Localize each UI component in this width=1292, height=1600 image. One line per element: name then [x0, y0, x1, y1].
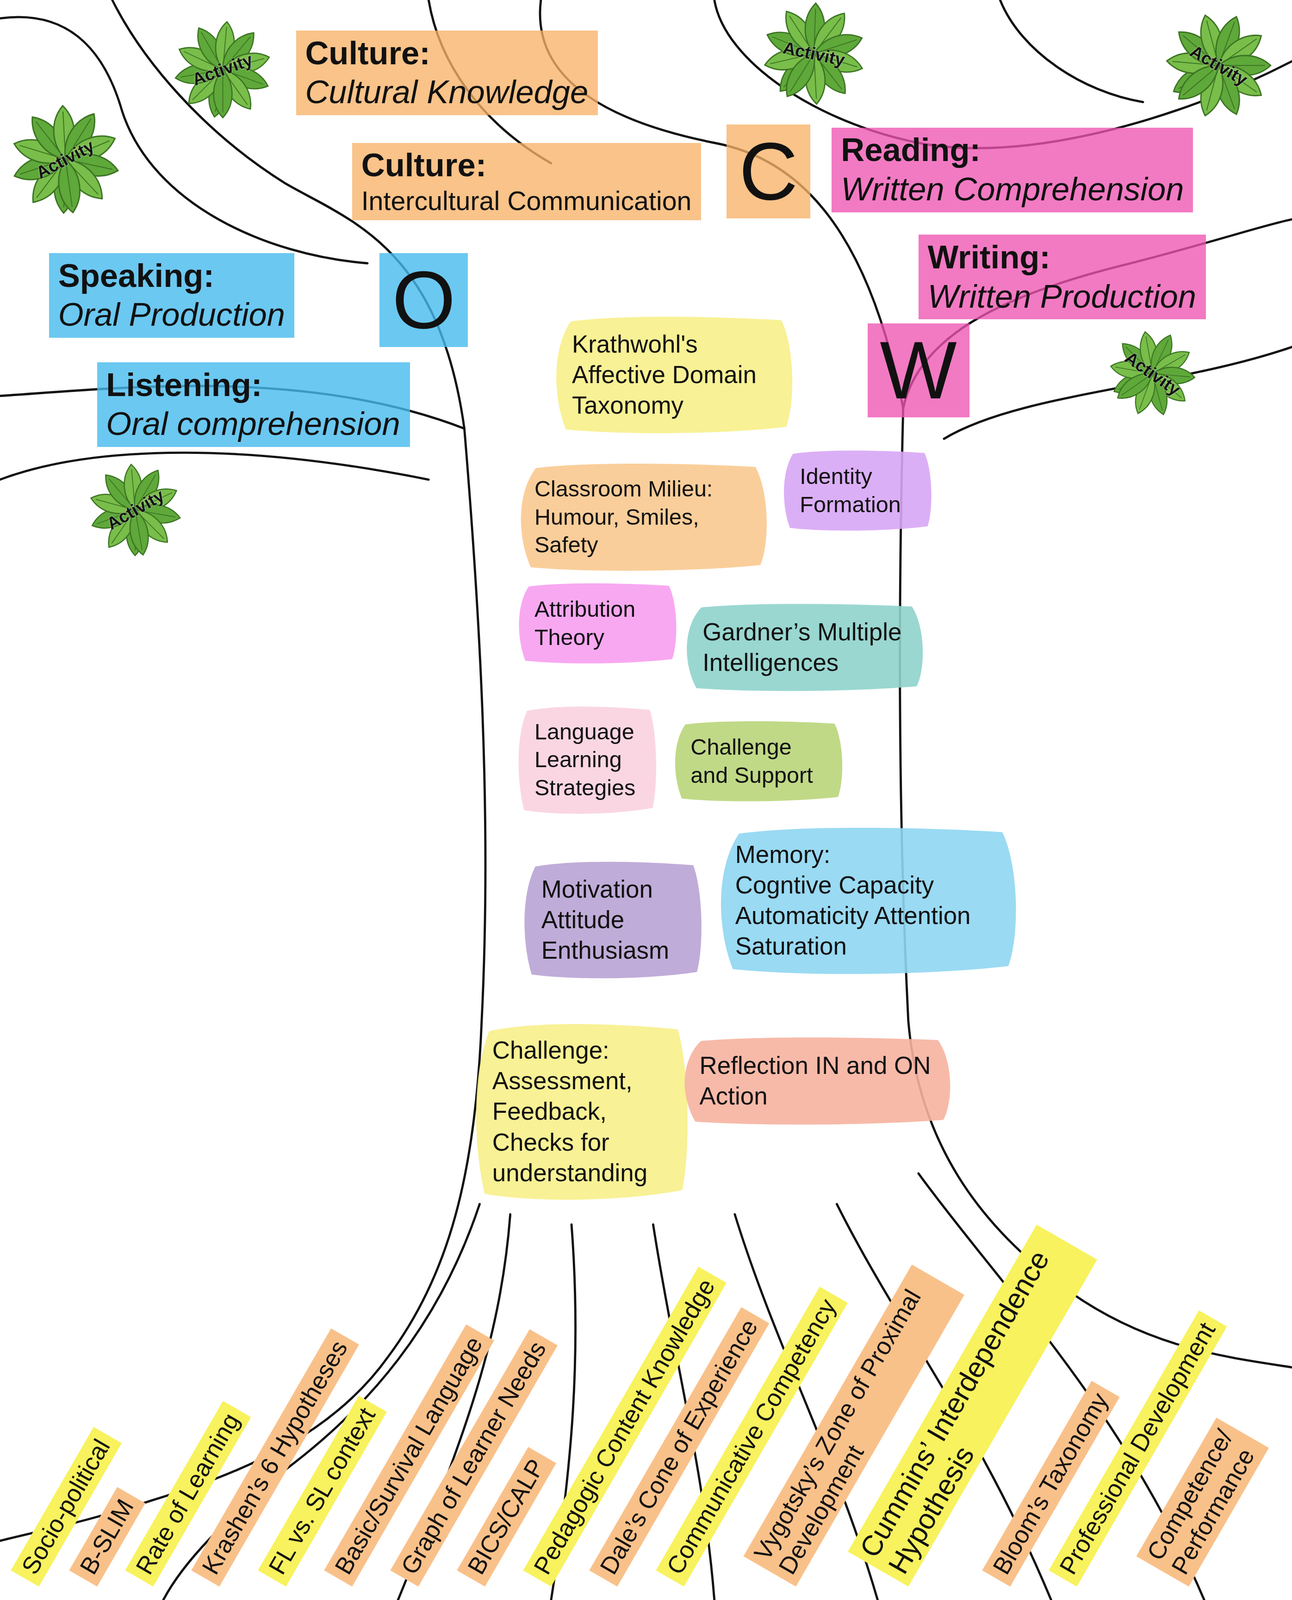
blob-fill	[686, 603, 923, 691]
blob-fill	[524, 861, 702, 979]
concept-blob: Identity Formation	[780, 448, 934, 533]
culture-band: Culture:Cultural Knowledge	[296, 30, 598, 116]
node-heading: Krathwohl's Affective Domain Taxonomy	[571, 329, 776, 421]
node-heading: Classroom Milieu: Humour, Smiles, Safety	[534, 474, 752, 560]
node-heading: Competence/ Performance	[1141, 1425, 1264, 1580]
concept-blob: Reflection IN and ON Action	[678, 1035, 955, 1127]
letter-box: C	[726, 124, 811, 219]
blob-fill	[476, 1024, 688, 1201]
node-body: Written Comprehension	[840, 169, 1184, 210]
reading-band: Reading:Written Comprehension	[831, 127, 1193, 213]
blob-fill	[783, 450, 932, 531]
node-heading: Speaking:	[58, 256, 286, 296]
blob-fill	[675, 721, 843, 802]
node-heading: C	[739, 130, 799, 212]
node-heading: Motivation Attitude Enthusiasm	[541, 874, 684, 966]
blob-fill	[518, 583, 677, 664]
concept-blob: Memory:Cogntive Capacity Automaticity At…	[714, 824, 1021, 977]
blob-fill	[556, 316, 793, 434]
trunk-outline	[0, 428, 486, 1541]
speaking-band: Speaking:Oral Production	[49, 253, 295, 338]
activity-leaf: Activity	[1107, 328, 1198, 419]
concept-blob: Gardner’s Multiple Intelligences	[681, 602, 927, 693]
branch-line	[0, 452, 429, 480]
node-body: Cogntive Capacity Automaticity Attention…	[735, 869, 1001, 962]
blob-shape	[678, 1035, 955, 1127]
writing-band: Writing:Written Production	[918, 234, 1206, 320]
blob-shape	[780, 448, 934, 533]
concept-blob: Challenge and Support	[671, 719, 845, 803]
node-body: Written Production	[927, 277, 1197, 317]
node-heading: Culture:	[304, 33, 589, 74]
node-heading: Writing:	[927, 237, 1197, 278]
activity-leaf: Activity	[760, 0, 868, 108]
node-heading: Gardner’s Multiple Intelligences	[702, 616, 906, 678]
concept-blob: Krathwohl's Affective Domain Taxonomy	[551, 314, 796, 436]
concept-blob: Classroom Milieu: Humour, Smiles, Safety	[515, 461, 771, 573]
node-heading: Memory:	[735, 839, 1001, 870]
branch-line	[944, 347, 1292, 439]
listening-band: Listening:Oral comprehension	[97, 362, 410, 448]
blob-shape	[515, 581, 679, 665]
concept-blob: Language Learning Strategies	[515, 704, 659, 816]
node-body: Cultural Knowledge	[304, 72, 589, 112]
blob-shape	[681, 602, 927, 693]
blob-fill	[684, 1037, 951, 1125]
node-heading: W	[879, 329, 957, 411]
node-heading: Attribution Theory	[534, 595, 660, 652]
node-heading: Listening:	[105, 365, 401, 405]
node-body: Oral Production	[58, 295, 286, 335]
node-heading: Identity Formation	[799, 462, 915, 519]
blob-fill	[720, 827, 1016, 975]
node-heading: Challenge:	[492, 1035, 671, 1066]
node-heading: Reflection IN and ON Action	[699, 1050, 934, 1112]
node-heading: O	[391, 259, 456, 341]
blob-fill	[518, 706, 656, 814]
blob-fill	[520, 463, 767, 572]
activity-leaf: Activity	[171, 18, 274, 121]
activity-leaf: Activity	[86, 461, 184, 559]
node-heading: Challenge and Support	[690, 732, 826, 789]
node-body: Intercultural Communication	[361, 185, 692, 218]
node-body: Assessment, Feedback, Checks for underst…	[492, 1065, 671, 1189]
concept-blob: Attribution Theory	[515, 581, 679, 665]
concept-blob: Challenge:Assessment, Feedback, Checks f…	[471, 1020, 691, 1204]
culture-band: Culture:Intercultural Communication	[352, 142, 702, 221]
node-heading: Culture:	[361, 145, 692, 186]
node-heading: Language Learning Strategies	[534, 717, 640, 802]
concept-blob: Motivation Attitude Enthusiasm	[520, 859, 705, 981]
activity-leaf: Activity	[8, 102, 123, 217]
letter-box: O	[379, 253, 468, 348]
activity-leaf: Activity	[1163, 10, 1274, 121]
node-body: Oral comprehension	[105, 404, 401, 444]
blob-shape	[671, 719, 845, 803]
branch-line	[1000, 0, 1143, 103]
letter-box: W	[867, 323, 970, 418]
node-heading: Reading:	[840, 130, 1184, 170]
